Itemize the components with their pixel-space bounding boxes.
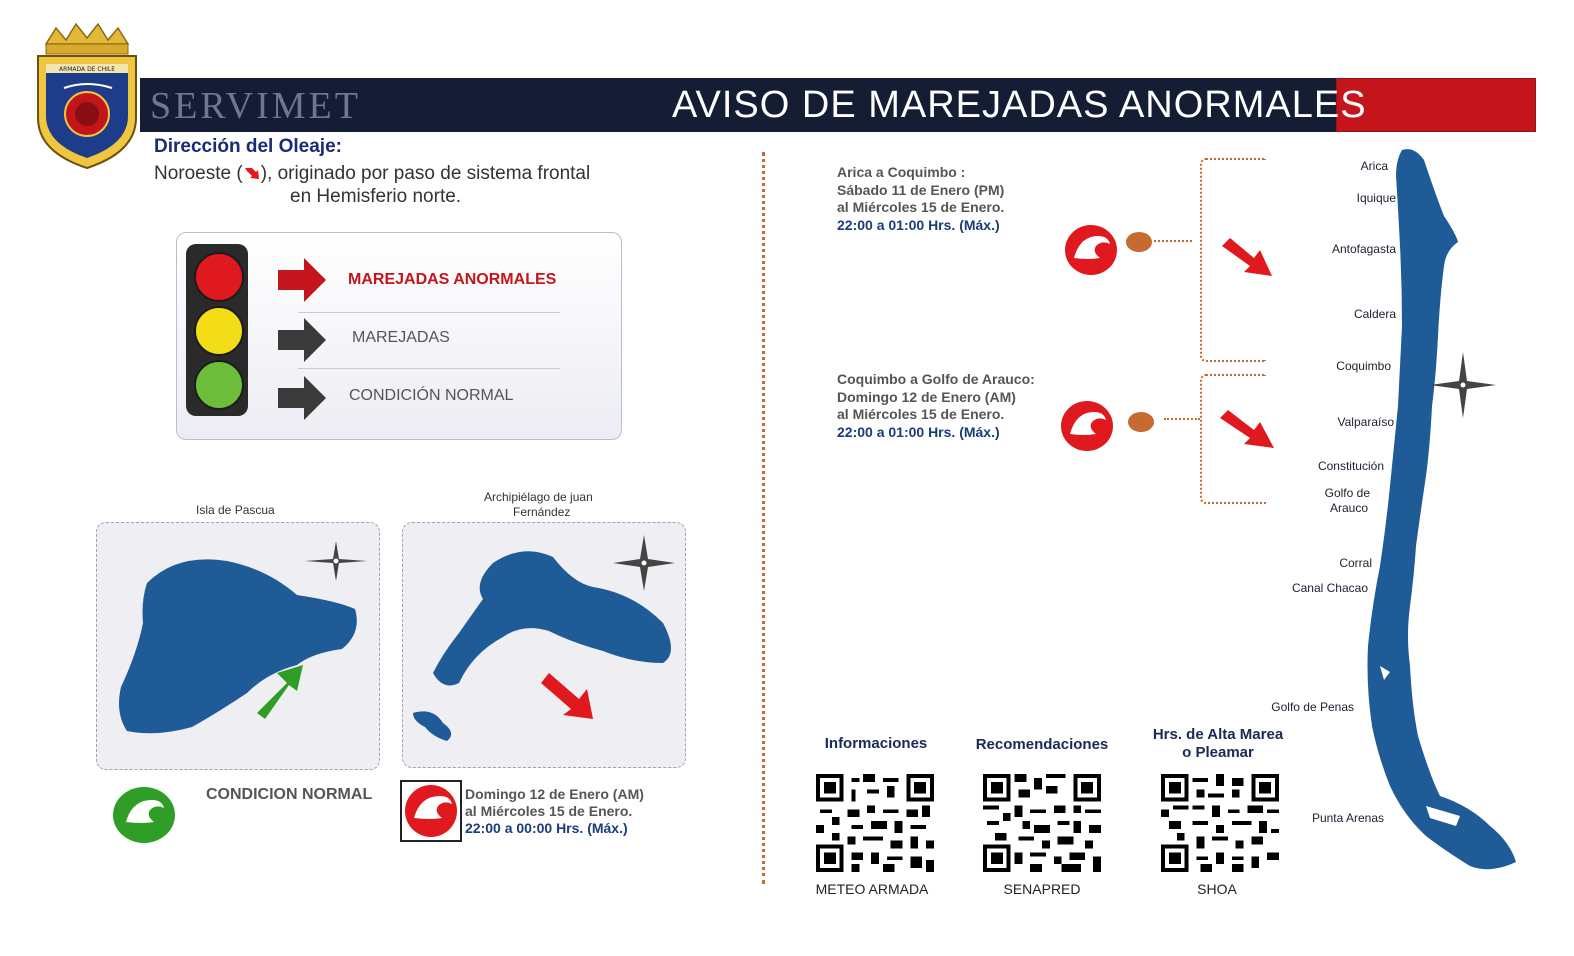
zone2-connector [1164, 418, 1200, 420]
legend-divider [298, 312, 560, 313]
status-pascua: CONDICION NORMAL [206, 786, 373, 803]
zone1-name: Arica a Coquimbo : [837, 164, 966, 180]
qr-pattern-senapred [983, 774, 1101, 872]
zone1-connector [1154, 240, 1192, 242]
direction-arrow-icon [244, 168, 259, 179]
qr-heading-recomendaciones: Recomendaciones [975, 736, 1109, 753]
arrow-right-icon [278, 376, 326, 420]
zone2-date-1: Domingo 12 de Enero (AM) [837, 389, 1016, 405]
arrow-right-icon [278, 318, 326, 362]
jf-date-2: al Miércoles 15 de Enero. [465, 803, 633, 819]
legend-label-abnormal: MAREJADAS ANORMALES [348, 271, 557, 288]
green-lamp [194, 360, 244, 410]
direction-arrow-icon [1222, 238, 1272, 276]
compass-rose-icon [305, 541, 367, 581]
city-golfo-arauco-2: Arauco [1329, 501, 1368, 515]
wave-warning-icon [405, 785, 457, 837]
city-corral: Corral [1339, 556, 1372, 570]
qr-pattern-meteo [816, 774, 934, 872]
section-divider [762, 152, 765, 884]
brand-name: SERVIMET [150, 85, 361, 127]
qr-heading-pleamar-2: o Pleamar [1182, 744, 1254, 761]
zone2-date-2: al Miércoles 15 de Enero. [837, 406, 1005, 422]
chile-coast-map [1367, 149, 1516, 870]
city-chacao: Canal Chacao [1291, 581, 1368, 595]
wave-warning-frame [400, 780, 462, 842]
city-constitucion: Constitución [1317, 459, 1384, 473]
direction-text-line2: en Hemisferio norte. [290, 186, 462, 207]
city-caldera: Caldera [1353, 307, 1396, 321]
city-punta-arenas: Punta Arenas [1311, 811, 1384, 825]
direction-text-pre: Noroeste ( [154, 163, 243, 184]
direction-arrow-icon [1220, 410, 1274, 448]
header-red-block [1336, 78, 1536, 132]
qr-footer-senapred: SENAPRED [1003, 881, 1081, 897]
traffic-light-icon [186, 244, 248, 416]
wave-normal-icon [113, 787, 175, 843]
island-map-pascua [119, 559, 357, 734]
zone1-date-2: al Miércoles 15 de Enero. [837, 199, 1005, 215]
navy-crest-icon: ARMADA DE CHILE [37, 22, 137, 170]
red-lamp [194, 252, 244, 302]
logo-text: ARMADA DE CHILE [59, 66, 115, 73]
direction-heading: Dirección del Oleaje: [154, 136, 342, 157]
zone2-name: Coquimbo a Golfo de Arauco: [837, 371, 1035, 387]
zone2-bracket [1200, 374, 1266, 504]
wave-warning-icon [1065, 225, 1117, 275]
arrow-right-icon [278, 258, 326, 302]
legend-panel [176, 232, 622, 440]
map-panel-juan-fernandez [402, 522, 686, 768]
qr-footer-meteo: METEO ARMADA [815, 881, 929, 897]
city-valparaiso: Valparaíso [1337, 415, 1394, 429]
wave-warning-icon [1061, 401, 1113, 451]
qr-pattern-shoa [1161, 774, 1279, 872]
island-label-pascua: Isla de Pascua [196, 503, 275, 517]
zone2-marker [1128, 412, 1154, 432]
header-banner [140, 78, 1536, 132]
yellow-lamp [194, 306, 244, 356]
direction-text-post: ), originado por paso de sistema frontal [260, 163, 591, 184]
zone2-hours: 22:00 a 01:00 Hrs. (Máx.) [837, 424, 1000, 440]
compass-rose-icon [1430, 352, 1496, 418]
legend-label-swell: MAREJADAS [352, 329, 450, 346]
city-antofagasta: Antofagasta [1331, 242, 1396, 256]
compass-rose-icon [613, 535, 675, 591]
legend-label-normal: CONDICIÓN NORMAL [349, 387, 514, 404]
direction-text: Noroeste ( ), originado por paso de siste… [154, 161, 590, 186]
jf-date-1: Domingo 12 de Enero (AM) [465, 786, 644, 802]
city-iquique: Iquique [1356, 191, 1396, 205]
city-golfo-arauco-1: Golfo de [1324, 486, 1370, 500]
island-label-jf-2: Fernández [513, 505, 571, 519]
qr-heading-info: Informaciones [824, 735, 928, 752]
legend-divider [298, 368, 560, 369]
city-arica: Arica [1360, 159, 1388, 173]
qr-heading-pleamar: Hrs. de Alta Marea o Pleamar [1136, 726, 1300, 762]
island-map-juan-fernandez [413, 551, 671, 741]
zone1-hours: 22:00 a 01:00 Hrs. (Máx.) [837, 217, 1000, 233]
qr-code-icon[interactable] [1160, 774, 1280, 872]
qr-code-icon[interactable] [982, 774, 1102, 872]
map-panel-pascua [96, 522, 380, 770]
zone1-bracket [1200, 158, 1266, 362]
qr-footer-shoa: SHOA [1197, 881, 1237, 897]
city-coquimbo: Coquimbo [1336, 359, 1391, 373]
qr-heading-pleamar-1: Hrs. de Alta Marea [1152, 726, 1284, 743]
qr-code-icon[interactable] [815, 774, 935, 872]
jf-hours: 22:00 a 00:00 Hrs. (Máx.) [465, 820, 628, 836]
city-golfo-penas: Golfo de Penas [1271, 700, 1354, 714]
island-label-jf-1: Archipiélago de juan [484, 490, 593, 504]
zone1-marker [1126, 232, 1152, 252]
zone1-date-1: Sábado 11 de Enero (PM) [837, 182, 1005, 198]
page-title: AVISO DE MAREJADAS ANORMALES [672, 84, 1367, 126]
